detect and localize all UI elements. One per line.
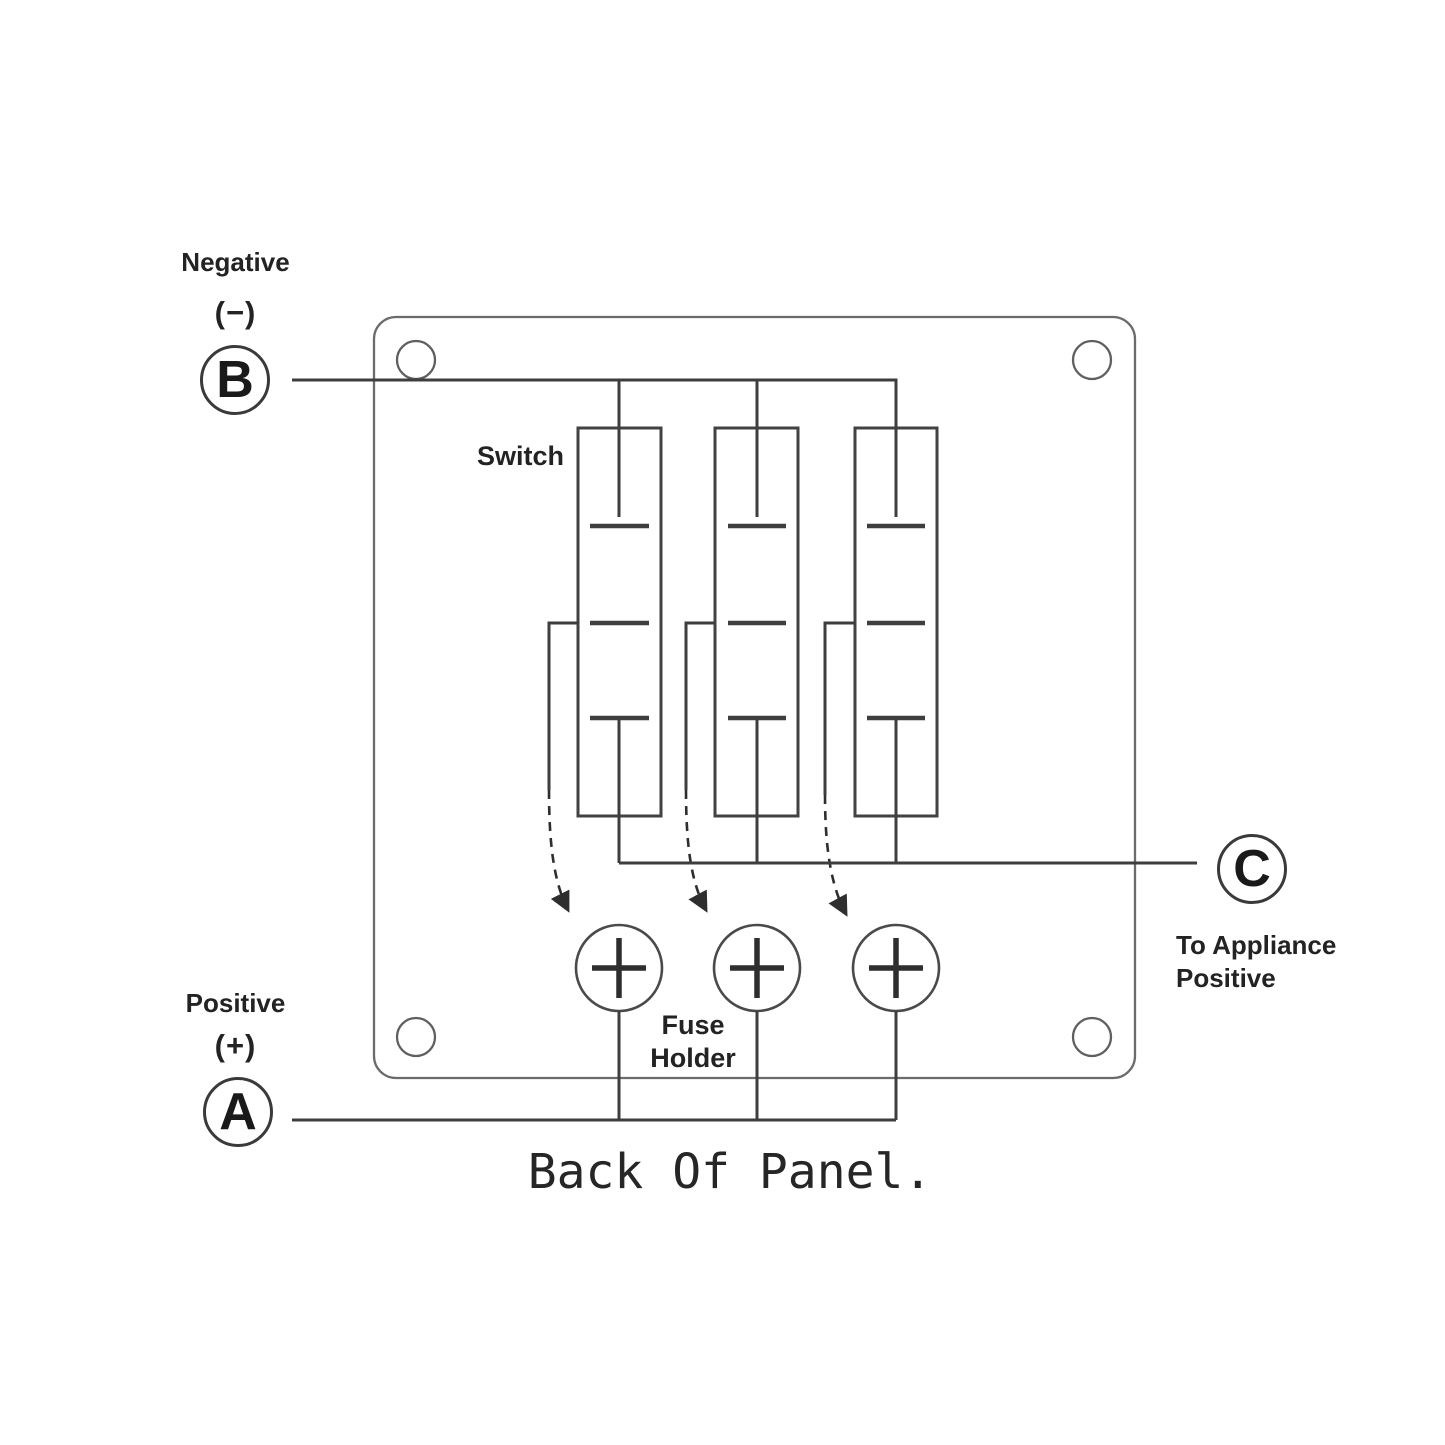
fuse-holder-label: Fuse Holder xyxy=(628,1009,758,1075)
mounting-hole-top-right xyxy=(1071,339,1113,381)
switch-2-to-fuse-arrow xyxy=(684,789,708,913)
terminal-a-badge: A xyxy=(203,1077,273,1147)
switch-3 xyxy=(823,426,939,917)
switch-2-side-terminal-wire xyxy=(684,621,715,790)
terminal-c-letter: C xyxy=(1233,840,1271,898)
negative-bus-wire xyxy=(292,378,898,517)
fuse-holder-label-line1: Fuse xyxy=(661,1010,725,1040)
mounting-hole-bottom-left xyxy=(395,1016,437,1058)
switch-1-to-fuse-arrow xyxy=(547,789,570,913)
diagram-title: Back Of Panel. xyxy=(527,1144,933,1200)
terminal-b-badge: B xyxy=(200,345,270,415)
switch-3-to-fuse-arrow xyxy=(823,794,848,917)
fuse-holder-label-line2: Holder xyxy=(650,1043,736,1073)
fuse-holder-1 xyxy=(574,923,664,1120)
appliance-positive-label-line2: Positive xyxy=(1176,963,1276,993)
negative-terminal-label: Negative xyxy=(181,247,290,277)
switch-label: Switch xyxy=(477,441,565,471)
panel-outline xyxy=(372,315,1137,1080)
negative-polarity-label: (−) xyxy=(214,295,257,330)
fuse-holder-2 xyxy=(712,923,802,1120)
switch-1-side-terminal-wire xyxy=(547,621,578,790)
positive-polarity-label: (+) xyxy=(214,1028,257,1063)
positive-terminal-label: Positive xyxy=(185,988,286,1018)
mounting-hole-bottom-right xyxy=(1071,1016,1113,1058)
switch-3-side-terminal-wire xyxy=(823,621,855,795)
terminal-a-letter: A xyxy=(219,1083,257,1141)
appliance-positive-label-line1: To Appliance xyxy=(1176,930,1337,960)
terminal-c-badge: C xyxy=(1217,834,1287,904)
switch-2 xyxy=(684,426,800,913)
switch-1 xyxy=(547,426,663,913)
fuse-holder-3 xyxy=(851,923,941,1120)
terminal-b-letter: B xyxy=(216,351,254,409)
mounting-hole-top-left xyxy=(395,339,437,381)
appliance-positive-label: To Appliance Positive xyxy=(1176,929,1336,995)
